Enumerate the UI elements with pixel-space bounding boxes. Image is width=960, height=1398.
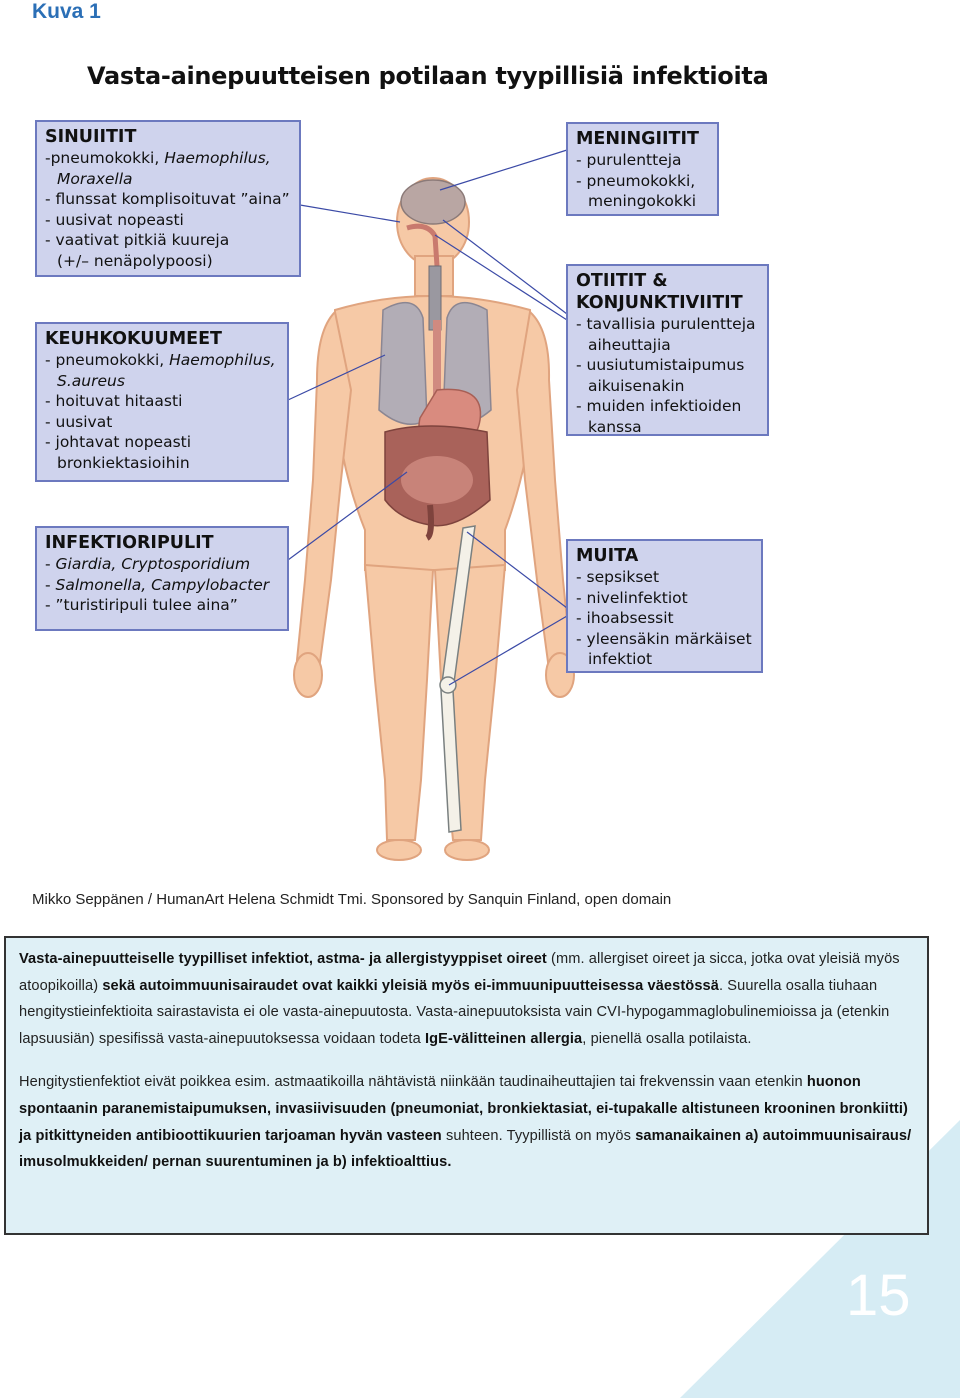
- figure-heading: Kuva 1: [32, 0, 101, 23]
- box-line: - ihoabsessit: [576, 609, 674, 627]
- box-infektioripulit: INFEKTIORIPULIT - Giardia, Cryptosporidi…: [35, 526, 289, 631]
- box-line: - ”turistiripuli tulee aina”: [45, 596, 238, 614]
- box-sinuiitit: SINUIITIT -pneumokokki, Haemophilus, Mor…: [35, 120, 301, 277]
- text-segment: samanaikainen a) autoimmuunisairaus/ imu…: [19, 1127, 912, 1171]
- page-number: 15: [846, 1263, 911, 1328]
- box-line: - uusivat nopeasti: [45, 210, 184, 229]
- box-line: - johtavat nopeasti: [45, 433, 192, 451]
- box-line: - yleensäkin märkäiset: [576, 629, 752, 648]
- text-segment: Vasta-ainepuutteiselle tyypilliset infek…: [19, 951, 547, 967]
- box-line: - tavallisia purulentteja: [576, 315, 756, 333]
- box-line: meningokokki: [588, 192, 697, 210]
- paragraph-2: Hengitystienfektiot eivät poikkea esim. …: [19, 1069, 914, 1175]
- box-line: - flunssat komplisoituvat ”aina”: [45, 190, 290, 208]
- box-title: MUITA: [576, 546, 639, 566]
- box-otiitit: OTIITIT & KONJUNKTIVIITIT - tavallisia p…: [566, 264, 769, 436]
- box-line: - purulentteja: [576, 151, 682, 169]
- box-line: - muiden infektioiden: [576, 397, 742, 415]
- box-line: - uusiutumistaipumus: [576, 356, 745, 374]
- text-segment: suhteen. Tyypillistä on myös: [441, 1127, 636, 1144]
- text-segment: . Suurella osalla tiuhaan hengitystieinf…: [19, 977, 890, 1047]
- box-line: - sepsikset: [576, 568, 660, 586]
- box-title: SINUIITIT: [45, 127, 137, 147]
- info-text-panel: Vasta-ainepuutteiselle tyypilliset infek…: [4, 936, 929, 1235]
- anatomy-figure: Vasta-ainepuutteisen potilaan tyypillisi…: [35, 60, 770, 868]
- box-line: aikuisenakin: [588, 376, 685, 395]
- box-title: MENINGIITIT: [576, 129, 699, 149]
- box-title: OTIITIT &: [576, 271, 668, 291]
- box-keuhkokuumeet: KEUHKOKUUMEET - pneumokokki, Haemophilus…: [35, 322, 289, 482]
- figure-title: Vasta-ainepuutteisen potilaan tyypillisi…: [87, 62, 769, 90]
- text-segment: , pienellä osalla potilaista.: [582, 1030, 752, 1047]
- text-segment: (mm. allergiset oireet ja sicca, jotka o…: [19, 951, 900, 994]
- text-segment: sekä autoimmuunisairaudet ovat kaikki yl…: [102, 977, 719, 994]
- body-illustration: [287, 149, 575, 861]
- box-line: - pneumokokki,: [576, 171, 696, 190]
- box-meningiitit: MENINGIITIT - purulentteja - pneumokokki…: [566, 122, 719, 216]
- text-segment: IgE-välitteinen allergia: [424, 1030, 583, 1047]
- box-line: - hoituvat hitaasti: [45, 392, 183, 410]
- box-title: KONJUNKTIVIITIT: [576, 293, 743, 313]
- box-line: - nivelinfektiot: [576, 588, 688, 607]
- box-line: infektiot: [588, 650, 653, 668]
- box-line: kanssa: [588, 417, 642, 436]
- box-line: Moraxella: [57, 169, 133, 188]
- box-line: - vaativat pitkiä kuureja: [45, 231, 230, 249]
- box-line: -pneumokokki, Haemophilus,: [45, 149, 271, 167]
- box-line: (+/– nenäpolypoosi): [57, 251, 213, 270]
- box-line: - uusivat: [45, 412, 113, 431]
- box-muita: MUITA - sepsikset - nivelinfektiot - iho…: [566, 539, 763, 673]
- paragraph-1: Vasta-ainepuutteiselle tyypilliset infek…: [19, 946, 914, 1052]
- box-line: - Salmonella, Campylobacter: [45, 575, 270, 594]
- image-credit: Mikko Seppänen / HumanArt Helena Schmidt…: [32, 891, 672, 908]
- box-line: - pneumokokki, Haemophilus,: [45, 351, 276, 369]
- box-line: S.aureus: [57, 371, 125, 390]
- box-line: - Giardia, Cryptosporidium: [45, 555, 251, 573]
- box-line: aiheuttajia: [588, 335, 671, 354]
- text-segment: Hengitystienfektiot eivät poikkea esim. …: [19, 1074, 807, 1091]
- box-title: INFEKTIORIPULIT: [45, 533, 214, 553]
- text-segment: huonon spontaanin paranemistaipumuksen, …: [19, 1074, 909, 1144]
- box-title: KEUHKOKUUMEET: [45, 329, 222, 349]
- box-line: bronkiektasioihin: [57, 453, 190, 472]
